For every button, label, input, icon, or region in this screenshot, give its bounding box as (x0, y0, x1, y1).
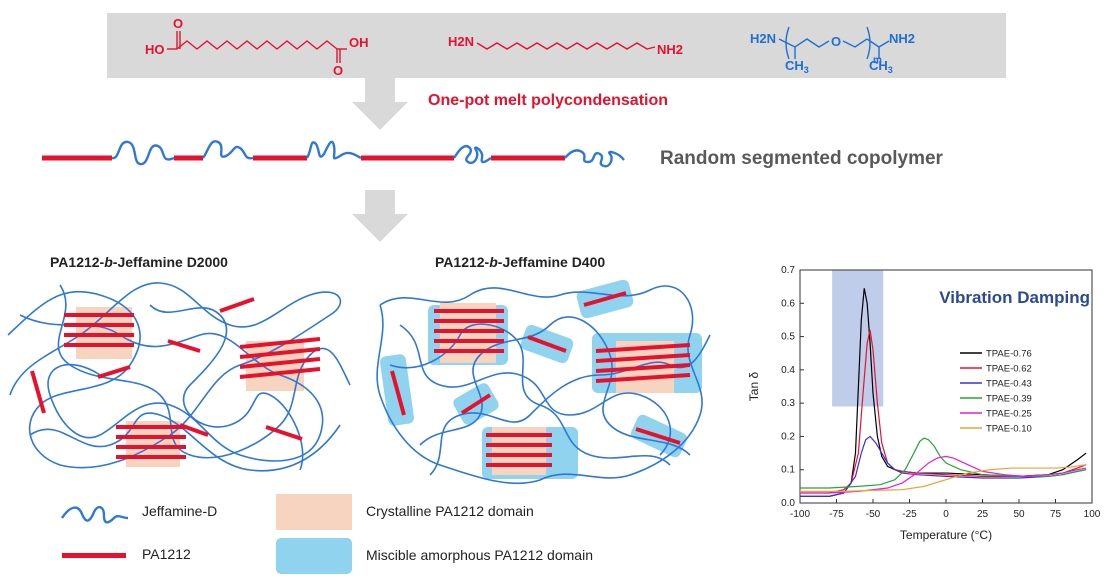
diamine-left-group: H2N (448, 34, 474, 49)
jeffamine-methyl-sub-2: 3 (888, 65, 893, 75)
diacid-left-group: HO (145, 42, 165, 57)
right-title-block: b (489, 254, 498, 270)
legend-entry: TPAE-0.10 (986, 424, 1032, 435)
jeffamine-structure (778, 26, 890, 60)
jeffamine-legend-icon (61, 505, 129, 524)
diacid-bottom-carbonyl: O (333, 63, 343, 78)
y-tick-label: 0.2 (781, 431, 795, 442)
right-title-pre: PA1212- (435, 254, 490, 270)
x-tick-label: 50 (1013, 509, 1025, 520)
left-title-block: b (104, 254, 113, 270)
jeffamine-methyl-sub-1: 3 (804, 65, 809, 75)
x-tick-label: 100 (1084, 509, 1100, 520)
morphology-d400 (376, 279, 711, 485)
right-panel-title: PA1212-b-Jeffamine D400 (435, 254, 605, 270)
process-label: One-pot melt polycondensation (428, 92, 669, 109)
series-line (800, 464, 1087, 492)
series-line (800, 437, 1087, 489)
legend-entry: TPAE-0.62 (986, 364, 1032, 375)
jeffamine-network-left (7, 282, 351, 472)
y-tick-label: 0.0 (781, 498, 795, 509)
legend-entry: TPAE-0.39 (986, 394, 1032, 405)
amorphous-legend-swatch (276, 538, 352, 574)
x-axis-label: Temperature (°C) (900, 528, 992, 542)
jeffamine-oxygen: O (831, 34, 841, 49)
x-tick-label: -50 (866, 509, 881, 520)
y-tick-label: 0.7 (781, 265, 795, 276)
y-tick-label: 0.5 (781, 332, 795, 343)
x-tick-label: -100 (790, 509, 810, 520)
diacid-structure (167, 31, 347, 63)
left-panel-title: PA1212-b-Jeffamine D2000 (50, 254, 228, 270)
diacid-top-carbonyl: O (173, 16, 183, 31)
crystalline-domains-left (76, 307, 304, 467)
chart-annotation: Vibration Damping (939, 288, 1090, 307)
x-tick-label: -75 (829, 509, 844, 520)
legend-jeffamine-label: Jeffamine-D (142, 503, 218, 519)
pa1212-legend-icon (62, 553, 126, 558)
jeffamine-left-group: H2N (750, 31, 776, 46)
crystalline-legend-swatch (276, 494, 352, 530)
x-tick-label: 0 (943, 509, 949, 520)
down-arrow-2 (352, 190, 408, 242)
legend-pa1212-label: PA1212 (142, 546, 191, 562)
diacid-right-group: OH (349, 35, 369, 50)
y-tick-label: 0.3 (781, 398, 795, 409)
diamine-right-group: NH2 (657, 42, 683, 57)
y-tick-label: 0.6 (781, 298, 795, 309)
right-title-post: -Jeffamine D400 (497, 254, 606, 270)
left-title-post: -Jeffamine D2000 (112, 254, 228, 270)
legend-entry: TPAE-0.76 (986, 349, 1032, 360)
jeffamine-methyl-2: CH3 (869, 58, 893, 75)
jeffamine-methyl-1: CH3 (785, 58, 809, 75)
jeffamine-subscript: m (873, 55, 882, 66)
morphology-d2000 (7, 282, 351, 472)
left-title-pre: PA1212- (50, 254, 105, 270)
legend-amorphous-label: Miscible amorphous PA1212 domain (366, 547, 593, 563)
series-line (800, 455, 1087, 494)
down-arrow-1 (352, 78, 408, 130)
chain-blue-coils (111, 140, 625, 168)
copolymer-label: Random segmented copolymer (660, 148, 943, 169)
x-tick-label: 25 (977, 509, 989, 520)
y-axis-label: Tan δ (747, 372, 761, 402)
y-tick-label: 0.4 (781, 365, 795, 376)
copolymer-chain (42, 140, 625, 168)
tan-delta-chart: -100 -75 -50 -25 0 25 50 75 100 0.0 0.1 0.2 0.3 0.4 0.… (747, 265, 1100, 542)
legend-crystalline-label: Crystalline PA1212 domain (366, 503, 534, 519)
y-tick-label: 0.1 (781, 465, 795, 476)
pa1212-segments-left (30, 297, 321, 459)
legend-entry: TPAE-0.25 (986, 409, 1032, 420)
highlight-region (832, 270, 884, 407)
x-tick-label: 75 (1050, 509, 1062, 520)
x-tick-label: -25 (902, 509, 917, 520)
legend-entry: TPAE-0.43 (986, 379, 1032, 390)
monomer-structures: HO O OH O H2N NH2 H2N O m NH2 CH3 CH3 (145, 16, 915, 78)
diamine-structure (476, 42, 656, 50)
jeffamine-right-group: NH2 (889, 31, 915, 46)
pa1212-segments-right (390, 291, 691, 467)
